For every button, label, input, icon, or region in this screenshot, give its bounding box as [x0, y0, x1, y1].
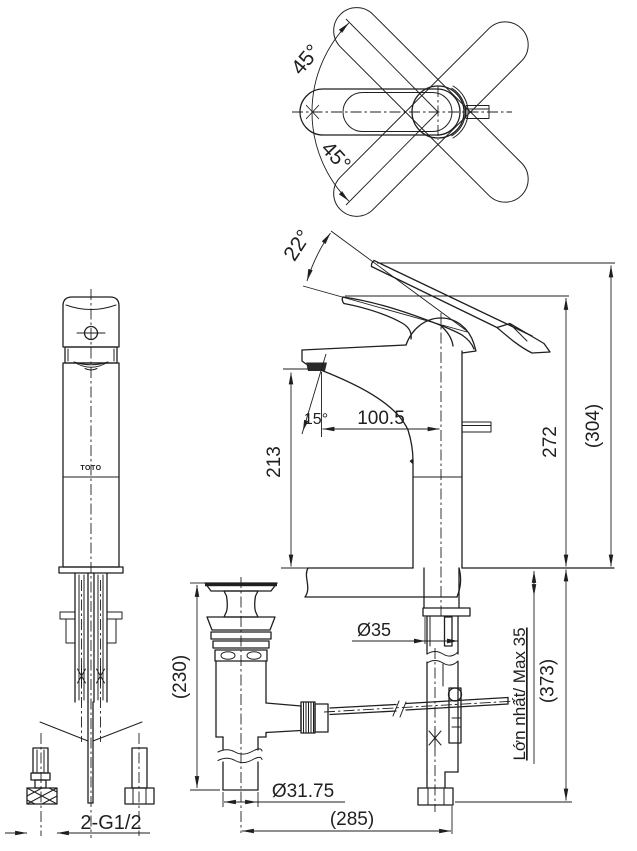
reach-label: 100.5: [357, 408, 405, 429]
clamp-screw: [447, 687, 463, 702]
thread-label: 2-G1/2: [80, 812, 141, 834]
reach-dimension: 100.5: [322, 408, 440, 432]
spout-ring-arc-outer: [452, 85, 469, 139]
counter-max-label: Lớn nhất/ Max 35: [510, 627, 529, 760]
drain-body: [215, 660, 329, 738]
spout-height-dimension: 213: [264, 372, 310, 569]
indicator-dot: [83, 325, 99, 341]
lever-angle-dimension: 22°: [279, 226, 468, 333]
shank-below-deck: [417, 567, 471, 806]
handle-position-down: [333, 7, 529, 203]
rod-joint-cap: [314, 703, 329, 733]
tailpipe: [217, 736, 263, 791]
supply-connector-right: [124, 733, 155, 836]
swing-line-upper: [345, 18, 439, 113]
outlet-stub: [465, 105, 490, 119]
height-lever-down-label: 272: [540, 426, 561, 458]
handle-position-up: [333, 21, 529, 217]
faucet-body-side: [301, 317, 492, 569]
thread-dimension: 2-G1/2: [5, 812, 150, 836]
lever-angle-label: 22°: [279, 226, 316, 265]
height-dimensions: 272 (304) (373): [345, 262, 615, 803]
swing-line-lower: [345, 111, 439, 206]
flow-symbol: [428, 728, 442, 748]
front-view: TOTO: [5, 289, 155, 838]
span-dimension: (285): [242, 806, 453, 834]
mounting-flange: [422, 607, 471, 617]
shank-diameter-dimension: Ø35: [352, 617, 458, 644]
spray-angle-label: 15°: [304, 411, 328, 428]
spout-height-label: 213: [264, 446, 285, 478]
plug-cap-top: [205, 583, 277, 587]
break-line-right: [92, 721, 143, 742]
supply-connector-left: [26, 733, 58, 836]
front-handle-cap: [62, 296, 120, 348]
popup-drain-view: (230) Ø31.75 (285): [170, 577, 517, 834]
top-view-handle-swing: 45° 45°: [287, 7, 529, 217]
drain-height-dimension: (230): [170, 582, 220, 791]
popup-pull-rod-front: [87, 701, 94, 804]
front-base-flange: [58, 566, 124, 574]
counter-thickness-dimension: Lớn nhất/ Max 35: [510, 571, 537, 764]
horizontal-lift-rod: [323, 696, 517, 718]
span-label: (285): [330, 809, 374, 830]
front-spout-tip: [73, 361, 109, 368]
lever-raised-position: [370, 259, 551, 354]
spray-angle-dimension: 15°: [283, 353, 328, 437]
check-valve-symbols: [77, 665, 105, 687]
side-outlet-stub: [461, 421, 492, 433]
rod-clamp: [448, 687, 462, 744]
tailpipe-dia-label: Ø31.75: [272, 781, 334, 802]
aerator: [306, 362, 327, 371]
plug-cap: [204, 582, 278, 592]
spout-column-circle: [411, 85, 465, 139]
below-counter-depth-label: (373): [538, 659, 559, 703]
shank-dia-label: Ø35: [357, 620, 391, 640]
front-supply-tubes: [59, 572, 123, 742]
set-screw-nub: [409, 458, 413, 465]
supply-hex-nut: [417, 787, 454, 806]
tailpipe-diameter-dimension: Ø31.75: [222, 781, 345, 807]
break-line-left: [39, 721, 89, 742]
counter-deck: [304, 567, 615, 598]
brand-logo: TOTO: [80, 465, 101, 472]
height-lever-up-label: (304): [583, 404, 604, 448]
swing-angle-lower-label: 45°: [317, 137, 355, 176]
drain-height-label: (230): [170, 655, 191, 699]
side-view: 22° 15° 100.5 213 272 (304): [264, 226, 615, 812]
drain-seat-flange: [206, 616, 276, 631]
swing-angle-upper-label: 45°: [287, 40, 325, 79]
spout-ring-arc: [451, 87, 466, 137]
